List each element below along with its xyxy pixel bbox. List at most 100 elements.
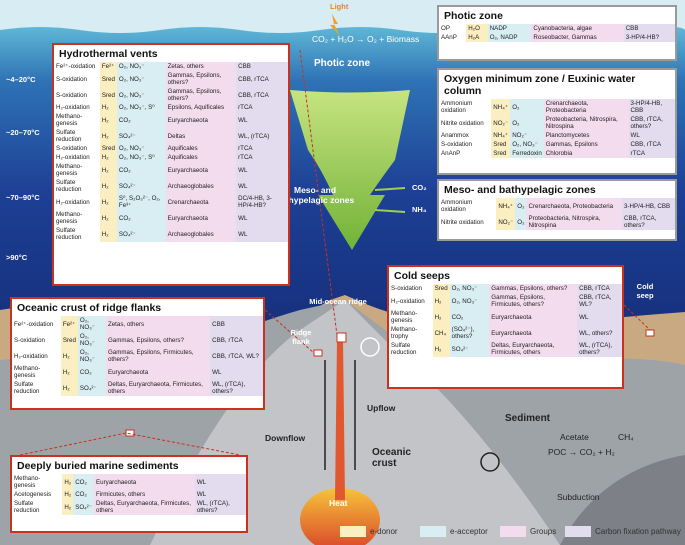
table-cell: CO₂	[77, 364, 106, 380]
table-cell: Methano- trophy	[389, 325, 433, 341]
table-cell: CBB, rTCA, others?	[622, 214, 675, 230]
table-cell: 3-HP/4-HB?	[623, 33, 675, 42]
table-cell: Crenarchaeota, Proteobacteria	[526, 198, 623, 214]
table-cell: Sred	[491, 149, 511, 158]
table-cell: H₂O	[466, 24, 488, 33]
table-cell: CO₂	[116, 112, 166, 128]
cold-seep-label: Cold seep	[636, 282, 654, 300]
table-cell: NH₄⁺	[496, 198, 516, 214]
meso-zone-label: Meso- and bathypelagic zones	[275, 185, 355, 205]
legend-item-groups: Groups	[500, 524, 556, 538]
table-cell: Chlorobia	[543, 149, 629, 158]
table-cell: NO₂⁻	[496, 214, 516, 230]
table-cell: CBB, rTCA	[577, 284, 622, 293]
oceanic-crust-label: Oceanic crust	[372, 447, 411, 469]
table-cell: NO₂⁻	[510, 131, 544, 140]
table-cell: CO₂	[116, 162, 166, 178]
table-cell: Methano- genesis	[54, 112, 100, 128]
table-cell: WL	[236, 162, 288, 178]
vents-leader-line	[299, 49, 338, 336]
table-cell: WL	[236, 226, 288, 242]
legend-item-donor: e-donor	[340, 524, 398, 538]
table-cell: O₂, NO₃⁻	[116, 87, 166, 103]
table-cell: O₂, NO₃⁻, S⁰	[116, 103, 166, 112]
legend-label: Groups	[530, 526, 557, 536]
table-cell: DC/4-HB, 3-HP/4-HB?	[236, 194, 288, 210]
table-cell: Proteobacteria, Nitrospira, Nitrospina	[526, 214, 623, 230]
table-cell: WL	[628, 131, 675, 140]
table-cell: O₂, NO₃⁻	[449, 284, 490, 293]
table-cell: Gammas, Epsilons, Firmicutes, others?	[105, 348, 211, 364]
ch4-label: CH₄	[618, 432, 634, 442]
sediment-cycle-icon	[480, 452, 500, 472]
table-cell: Sred	[99, 87, 117, 103]
table-cell: H₂	[432, 309, 450, 325]
table-cell: Sulfate reduction	[54, 128, 100, 144]
table-cell: Deltas, Euryarchaeota, Firmicutes, other…	[489, 341, 578, 357]
table-cell: Fe²⁺-oxidation	[12, 316, 61, 332]
table-cell: H₂	[60, 380, 78, 396]
table-cell: WL	[210, 364, 263, 380]
table-cell: Methano- genesis	[54, 162, 100, 178]
table-cell: (SO₄²⁻), others?	[449, 325, 490, 341]
table-cell: Planctomycetes	[543, 131, 629, 140]
buried-sediment-marker	[125, 429, 135, 437]
table-cell: Nitrite oxidation	[439, 214, 497, 230]
table-cell: Euryarchaeota	[105, 364, 211, 380]
table-cell: Gammas, Epsilons, others?	[105, 332, 211, 348]
table-cell: AAnP	[439, 33, 467, 42]
table-cell: H₂	[99, 103, 117, 112]
magma-conduit	[335, 340, 345, 500]
table-cell: Ferredoxin	[510, 149, 544, 158]
photosynthesis-equation: CO₂ + H₂O → O₂ + Biomass	[312, 34, 420, 44]
table-cell: Cyanobacteria, algae	[531, 24, 624, 33]
table-cell: Gammas, Epsilons, others?	[165, 71, 237, 87]
table-cell: CH₄	[432, 325, 450, 341]
table-cell: CBB	[623, 24, 675, 33]
legend-item-acceptor: e-acceptor	[420, 524, 488, 538]
table-cell: 3-HP/4-HB, CBB	[622, 198, 675, 214]
table-cell: H₂	[60, 364, 78, 380]
table-cell: CO₂	[73, 490, 94, 499]
table-cell: O₂	[510, 115, 544, 131]
table-cell: H₂	[99, 128, 117, 144]
table-cell: Euryarchaeota	[489, 325, 578, 341]
sediment-label: Sediment	[505, 413, 551, 424]
buried-sediments-panel: Deeply buried marine sediments Methano- …	[10, 455, 248, 533]
table-cell: WL, others?	[577, 325, 622, 341]
table-cell: H₂-oxidation	[54, 103, 100, 112]
temp-label-3: ~70–90°C	[6, 193, 40, 202]
table-cell: WL, (rTCA), others?	[577, 341, 622, 357]
table-cell: S-oxidation	[54, 71, 100, 87]
table-cell: Euryarchaeota	[165, 112, 237, 128]
table-cell: rTCA	[236, 153, 288, 162]
table-cell: CO₂	[449, 309, 490, 325]
table-cell: S-oxidation	[439, 140, 492, 149]
table-cell: Methano- genesis	[389, 309, 433, 325]
table-cell: Roseobacter, Gammas	[531, 33, 624, 42]
table-cell: OP	[439, 24, 467, 33]
table-cell: H₂	[62, 490, 74, 499]
table-cell: Sred	[99, 144, 117, 153]
table-cell: Euryarchaeota	[165, 162, 237, 178]
table-cell: O₂, NO₃⁻	[116, 144, 166, 153]
table-cell: WL	[236, 178, 288, 194]
table-cell: CBB, rTCA	[210, 332, 263, 348]
